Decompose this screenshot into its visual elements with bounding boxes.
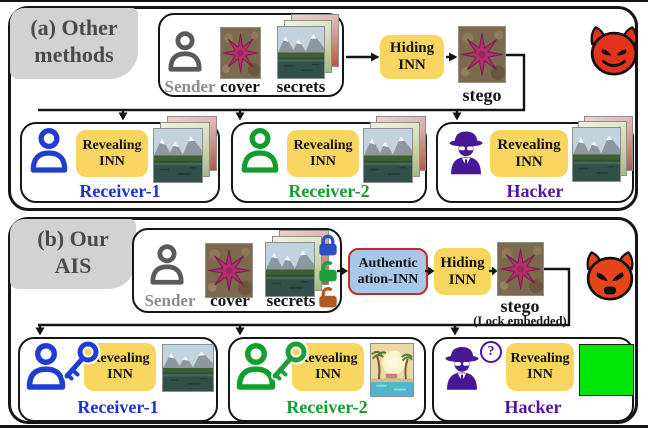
sender-user-icon (166, 28, 204, 76)
revealing-line1: Revealing (293, 137, 353, 153)
lock-embedded-note: (Lock embedded) (473, 314, 567, 328)
cover-image-a (220, 27, 261, 79)
unlocked-orange-lock-icon (316, 284, 340, 310)
revealing-line2: INN (515, 153, 543, 170)
revealing-inn-box-a2: Revealing INN (287, 130, 359, 177)
locked-blue-lock-icon (316, 232, 340, 258)
hacker-label-b: Hacker (504, 397, 562, 417)
cover-image-b (205, 243, 253, 298)
blue-user-icon-a (28, 126, 70, 176)
blue-key-icon (58, 340, 102, 384)
receiver1-label-a: Receiver-1 (79, 181, 161, 201)
panel-b-title-line2: AIS (54, 252, 92, 278)
revealed-image-a1 (153, 128, 203, 183)
green-key-icon (266, 340, 310, 384)
receiver1-label-b: Receiver-1 (77, 397, 159, 417)
revealing-line2: INN (527, 367, 553, 382)
hiding-inn-line1: Hiding (389, 40, 435, 57)
smiling-devil-icon (586, 24, 642, 78)
revealing-inn-box-a3: Revealing INN (490, 130, 568, 177)
revealing-line2: INN (99, 153, 125, 169)
revealing-line1: Revealing (298, 351, 358, 367)
hacker-label-a: Hacker (506, 181, 564, 201)
revealing-line2: INN (315, 367, 341, 382)
hiding-inn-box-a: Hiding INN (380, 35, 444, 79)
stego-image-b (497, 242, 544, 296)
panel-b-title: (b) Our AIS (10, 219, 136, 289)
revealed-image-b1 (162, 344, 214, 392)
purple-spy-icon-a (442, 124, 490, 181)
revealing-line1: Revealing (90, 351, 150, 367)
panel-b-title-line1: (b) Our (37, 226, 109, 251)
auth-inn-line1: Authentic (358, 255, 418, 271)
hiding-inn-line2: INN (448, 271, 477, 288)
revealing-line1: Revealing (82, 137, 142, 153)
panel-a-title-line2: methods (34, 41, 114, 67)
revealing-line1: Revealing (497, 136, 561, 153)
secrets-image-a (277, 26, 325, 79)
hiding-inn-line2: INN (398, 57, 426, 73)
revealing-inn-box-b2: Revealing INN (292, 343, 364, 391)
unlocked-green-lock-icon (316, 258, 340, 284)
figure-bottom-rule (0, 425, 648, 428)
stego-label-a: stego (462, 85, 502, 105)
revealing-line1: Revealing (510, 351, 570, 367)
question-badge: ? (480, 341, 502, 363)
purple-spy-icon-b (438, 339, 486, 397)
auth-inn-line2: ation-INN (357, 271, 419, 287)
receiver2-label-a: Receiver-2 (288, 181, 370, 201)
receiver2-label-b: Receiver-2 (286, 397, 368, 417)
sender-user-icon-b (148, 241, 186, 289)
revealing-inn-box-b3: Revealing INN (506, 343, 574, 391)
panel-a-title: (a) Other methods (10, 8, 138, 79)
hiding-inn-box-b: Hiding INN (434, 248, 491, 295)
revealing-inn-box-a1: Revealing INN (76, 130, 148, 177)
revealed-image-b2 (370, 343, 414, 397)
authentication-inn-box: Authentic ation-INN (348, 248, 428, 295)
figure-top-rule (0, 0, 648, 2)
angry-devil-icon (582, 250, 638, 302)
failed-reveal-green-square (579, 344, 634, 396)
revealing-line2: INN (310, 153, 336, 169)
stego-image-a (458, 26, 506, 83)
green-user-icon-a (239, 126, 281, 176)
secrets-label-a: secrets (276, 77, 326, 96)
secrets-image-b (265, 242, 315, 297)
panel-a-title-line1: (a) Other (30, 15, 118, 40)
hiding-inn-line1: Hiding (440, 254, 485, 271)
revealing-line2: INN (107, 367, 133, 382)
revealed-image-a3 (572, 127, 621, 182)
revealed-image-a2 (363, 128, 413, 183)
